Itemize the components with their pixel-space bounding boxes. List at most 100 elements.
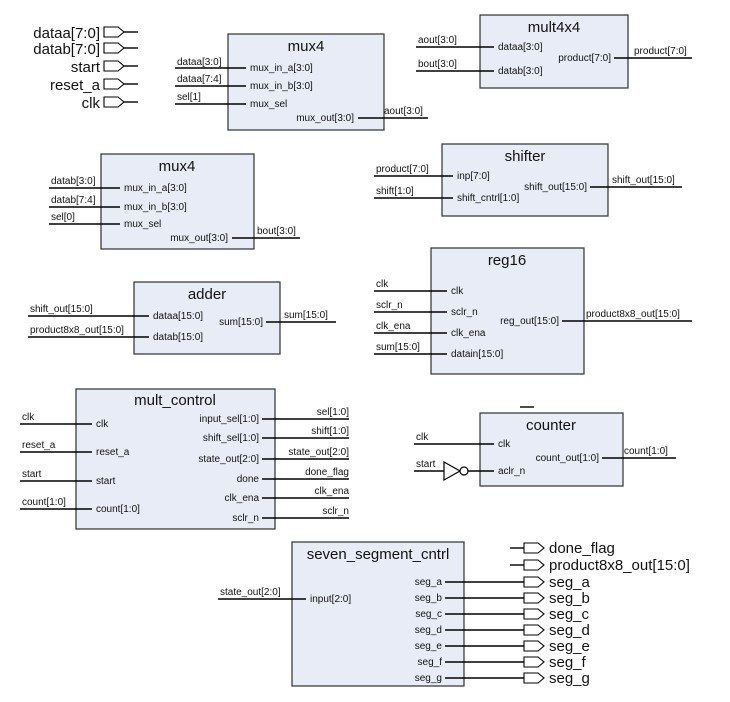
input-port-icon [103, 96, 125, 108]
output-port-label: seg_a [549, 574, 591, 591]
port-label: clk_ena [225, 493, 260, 504]
block-body [100, 153, 255, 250]
signal-label: dataa[3:0] [177, 57, 222, 68]
mux4-block-b: mux4 datab[3:0] mux_in_a[3:0] datab[7:4]… [49, 153, 300, 250]
port-label: sclr_n [232, 513, 259, 524]
signal-label: count[1:0] [22, 497, 66, 508]
signal-label: sum[15:0] [284, 310, 328, 321]
port-label: datab[3:0] [498, 66, 543, 77]
block-body [479, 14, 629, 89]
port-label: reset_a [96, 447, 130, 458]
block-title: mux4 [159, 158, 196, 175]
block-body [479, 412, 624, 487]
inverter-icon [443, 460, 462, 482]
input-port-icon [103, 60, 125, 72]
port-label: datain[15:0] [451, 349, 503, 360]
port-label: mux_sel [124, 219, 161, 230]
block-title: adder [188, 286, 226, 303]
output-port-label: product8x8_out[15:0] [549, 557, 690, 574]
output-port-icon [523, 542, 545, 554]
port-label: mux_sel [250, 99, 287, 110]
port-label: clk [498, 439, 511, 450]
port-label: mux_in_a[3:0] [124, 183, 187, 194]
signal-label: reset_a [22, 440, 56, 451]
signal-label: product[7:0] [634, 46, 687, 57]
port-label: seg_c [415, 609, 442, 620]
port-label: sclr_n [451, 307, 478, 318]
signal-label: state_out[2:0] [220, 587, 281, 598]
port-label: clk_ena [451, 328, 486, 339]
input-port-label: datab[7:0] [33, 41, 100, 58]
port-label: shift_sel[1:0] [203, 433, 259, 444]
seven-segment-block: seven_segment_cntrl state_out[2:0] input… [218, 541, 524, 687]
output-port-icon [523, 656, 545, 668]
port-label: aclr_n [498, 466, 525, 477]
block-body [430, 247, 585, 375]
signal-label: shift_out[15:0] [30, 304, 93, 315]
counter-block: counter clk clk start aclr_n count_out[1… [414, 406, 676, 487]
output-port-icon [523, 559, 545, 571]
port-label: clk [451, 286, 464, 297]
output-port-icon [523, 624, 545, 636]
output-port-label: seg_g [549, 670, 590, 687]
signal-label: start [416, 459, 436, 470]
signal-label: sel[0] [51, 212, 75, 223]
input-port-icon [103, 26, 125, 38]
block-title: mult4x4 [528, 19, 581, 36]
mux4-block-a: mux4 dataa[3:0] mux_in_a[3:0] dataa[7:4]… [175, 33, 428, 131]
output-port-icon [523, 608, 545, 620]
output-port-label: done_flag [549, 540, 615, 557]
signal-label: clk_ena [315, 486, 350, 497]
reg16-block: reg16 clk clk sclr_n sclr_n clk_ena clk_… [374, 247, 692, 375]
output-port-icon [523, 672, 545, 684]
port-label: dataa[3:0] [498, 42, 543, 53]
signal-label: datab[3:0] [51, 176, 96, 187]
signal-label: product8x8_out[15:0] [30, 325, 124, 336]
port-label: seg_a [415, 577, 443, 588]
port-label: clk [96, 419, 109, 430]
signal-label: start [22, 469, 42, 480]
input-port-label: start [71, 59, 101, 76]
signal-label: sel[1:0] [317, 407, 349, 418]
signal-label: shift[1:0] [376, 186, 414, 197]
port-label: mux_out[3:0] [170, 233, 228, 244]
output-port-label: seg_f [549, 654, 587, 671]
signal-label: clk [416, 432, 429, 443]
port-label: dataa[15:0] [153, 311, 203, 322]
block-title: mux4 [288, 38, 325, 55]
mult4x4-block: mult4x4 aout[3:0] dataa[3:0] bout[3:0] d… [416, 14, 692, 89]
output-port-label: seg_b [549, 590, 590, 607]
signal-label: bout[3:0] [257, 226, 296, 237]
signal-label: dataa[7:4] [177, 74, 222, 85]
port-label: start [96, 476, 116, 487]
port-label: seg_f [418, 657, 443, 668]
signal-label: aout[3:0] [418, 35, 457, 46]
port-label: sum[15:0] [219, 317, 263, 328]
block-body [75, 388, 276, 530]
input-port-label: reset_a [50, 77, 101, 94]
signal-label: shift_out[15:0] [612, 175, 675, 186]
block-title: shifter [505, 148, 546, 165]
signal-label: sum[15:0] [376, 342, 420, 353]
block-body [291, 541, 465, 687]
shifter-block: shifter product[7:0] inp[7:0] shift[1:0]… [374, 143, 682, 217]
signal-label: clk_ena [376, 321, 411, 332]
block-body [227, 33, 385, 131]
signal-label: product[7:0] [376, 164, 429, 175]
input-port-label: dataa[7:0] [33, 25, 100, 42]
signal-label: sel[1] [177, 92, 201, 103]
block-body [441, 143, 609, 217]
signal-label: clk [376, 279, 389, 290]
output-port-label: seg_d [549, 622, 590, 639]
port-label: seg_d [415, 625, 442, 636]
output-port-label: seg_e [549, 638, 590, 655]
port-label: reg_out[15:0] [500, 316, 559, 327]
port-label: shift_out[15:0] [524, 182, 587, 193]
port-label: seg_e [415, 641, 443, 652]
port-label: input_sel[1:0] [200, 414, 260, 425]
port-label: seg_g [415, 673, 442, 684]
output-port-icon [523, 640, 545, 652]
output-port-label: seg_c [549, 606, 590, 623]
